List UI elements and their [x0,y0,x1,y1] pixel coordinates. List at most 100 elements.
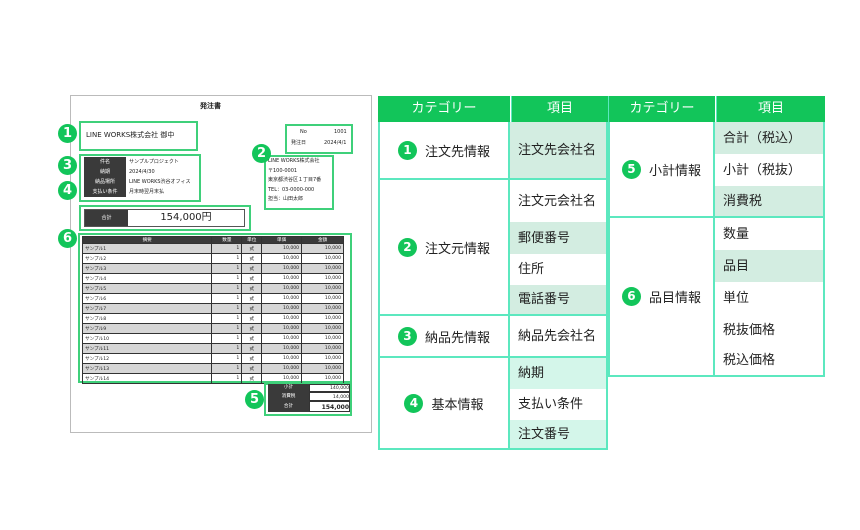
item-unit: 式 [241,293,263,304]
item-amount: 10,000 [301,293,344,304]
badge-1: 1 [58,124,77,143]
item-unit: 式 [241,313,263,324]
category-name: 品目情報 [648,291,701,306]
item-price: 10,000 [261,323,303,334]
item-amount: 10,000 [301,253,344,264]
item-qty: 1 [211,303,243,314]
info-key: 支払い条件 [84,187,126,197]
item-price: 10,000 [261,363,303,374]
item-cell: 電話番号 [510,285,608,316]
total-field: 合計 154,000円 [84,209,245,227]
item-desc: サンプル5 [81,283,213,294]
item-unit: 式 [241,283,263,294]
item-cell: 注文番号 [510,420,608,450]
item-qty: 1 [211,253,243,264]
item-amount: 10,000 [301,303,344,314]
badge-3: 3 [58,156,77,175]
item-desc: サンプル11 [81,343,213,354]
item-desc: サンプル8 [81,313,213,324]
total-label: 合計 [85,210,128,226]
item-price: 10,000 [261,293,303,304]
item-amount: 10,000 [301,283,344,294]
info-key: 納期 [84,167,126,177]
category-name: 注文先情報 [424,144,490,160]
item-cell: 消費税 [715,186,825,218]
item-unit: 式 [241,303,263,314]
item-amount: 10,000 [301,373,344,384]
tax-label: 消費税 [268,392,309,401]
item-amount: 10,000 [301,323,344,334]
item-price: 10,000 [261,303,303,314]
item-cell: 住所 [510,254,608,285]
item-desc: サンプル10 [81,333,213,344]
col-header: 単位 [241,236,263,244]
info-value: LINE WORKS渋谷オフィス [129,179,191,185]
number-badge: 1 [397,140,417,160]
item-cell: 納期 [510,358,608,389]
item-amount: 10,000 [301,273,344,284]
item-desc: サンプル9 [81,323,213,334]
badge-6: 6 [58,229,77,248]
item-unit: 式 [241,353,263,364]
left-item-header: 項目 [511,96,608,122]
item-desc: サンプル12 [81,353,213,364]
item-qty: 1 [211,323,243,334]
item-qty: 1 [211,313,243,324]
col-header: 金額 [301,236,344,244]
info-value: サンプルプロジェクト [129,159,179,165]
category-1: 1 注文先情報 [378,122,510,180]
item-cell: 注文先会社名 [510,122,608,180]
item-unit: 式 [241,373,263,384]
subtotal-label: 小計 [268,384,309,392]
col-header: 数量 [211,236,243,244]
item-price: 10,000 [261,273,303,284]
left-cat-header: カテゴリー [378,96,510,122]
category-name: 注文元情報 [424,241,490,257]
info-key: 納品場所 [84,177,126,187]
number-badge: 2 [397,237,417,257]
item-amount: 10,000 [301,313,344,324]
item-unit: 式 [241,243,263,254]
issuer-box [264,155,334,210]
no-label: No [300,129,307,135]
item-desc: サンプル7 [81,303,213,314]
right-cat-header: カテゴリー [608,96,715,122]
item-unit: 式 [241,363,263,374]
subtotal-value: 140,000 [309,384,350,392]
order-meta-box [285,124,353,154]
item-desc: サンプル3 [81,263,213,274]
col-header: 摘要 [81,236,213,244]
item-price: 10,000 [261,313,303,324]
item-unit: 式 [241,333,263,344]
item-cell: 単位 [715,282,825,314]
item-amount: 10,000 [301,363,344,374]
item-qty: 1 [211,273,243,284]
info-value: 2024/4/30 [129,169,155,175]
badge-2: 2 [252,144,271,163]
date-value: 2024/4/1 [324,140,347,146]
issuer-contact: 担当：山田太郎 [268,196,304,202]
item-amount: 10,000 [301,333,344,344]
item-cell: 郵便番号 [510,222,608,254]
item-cell: 税抜価格 [715,314,825,346]
item-cell: 合計（税込） [715,122,825,154]
badge-4: 4 [58,181,77,200]
number-badge: 5 [621,159,641,179]
item-cell: 注文元会社名 [510,180,608,222]
item-price: 10,000 [261,353,303,364]
item-qty: 1 [211,353,243,364]
item-amount: 10,000 [301,343,344,354]
issuer-tel: TEL：03-0000-000 [268,186,315,193]
